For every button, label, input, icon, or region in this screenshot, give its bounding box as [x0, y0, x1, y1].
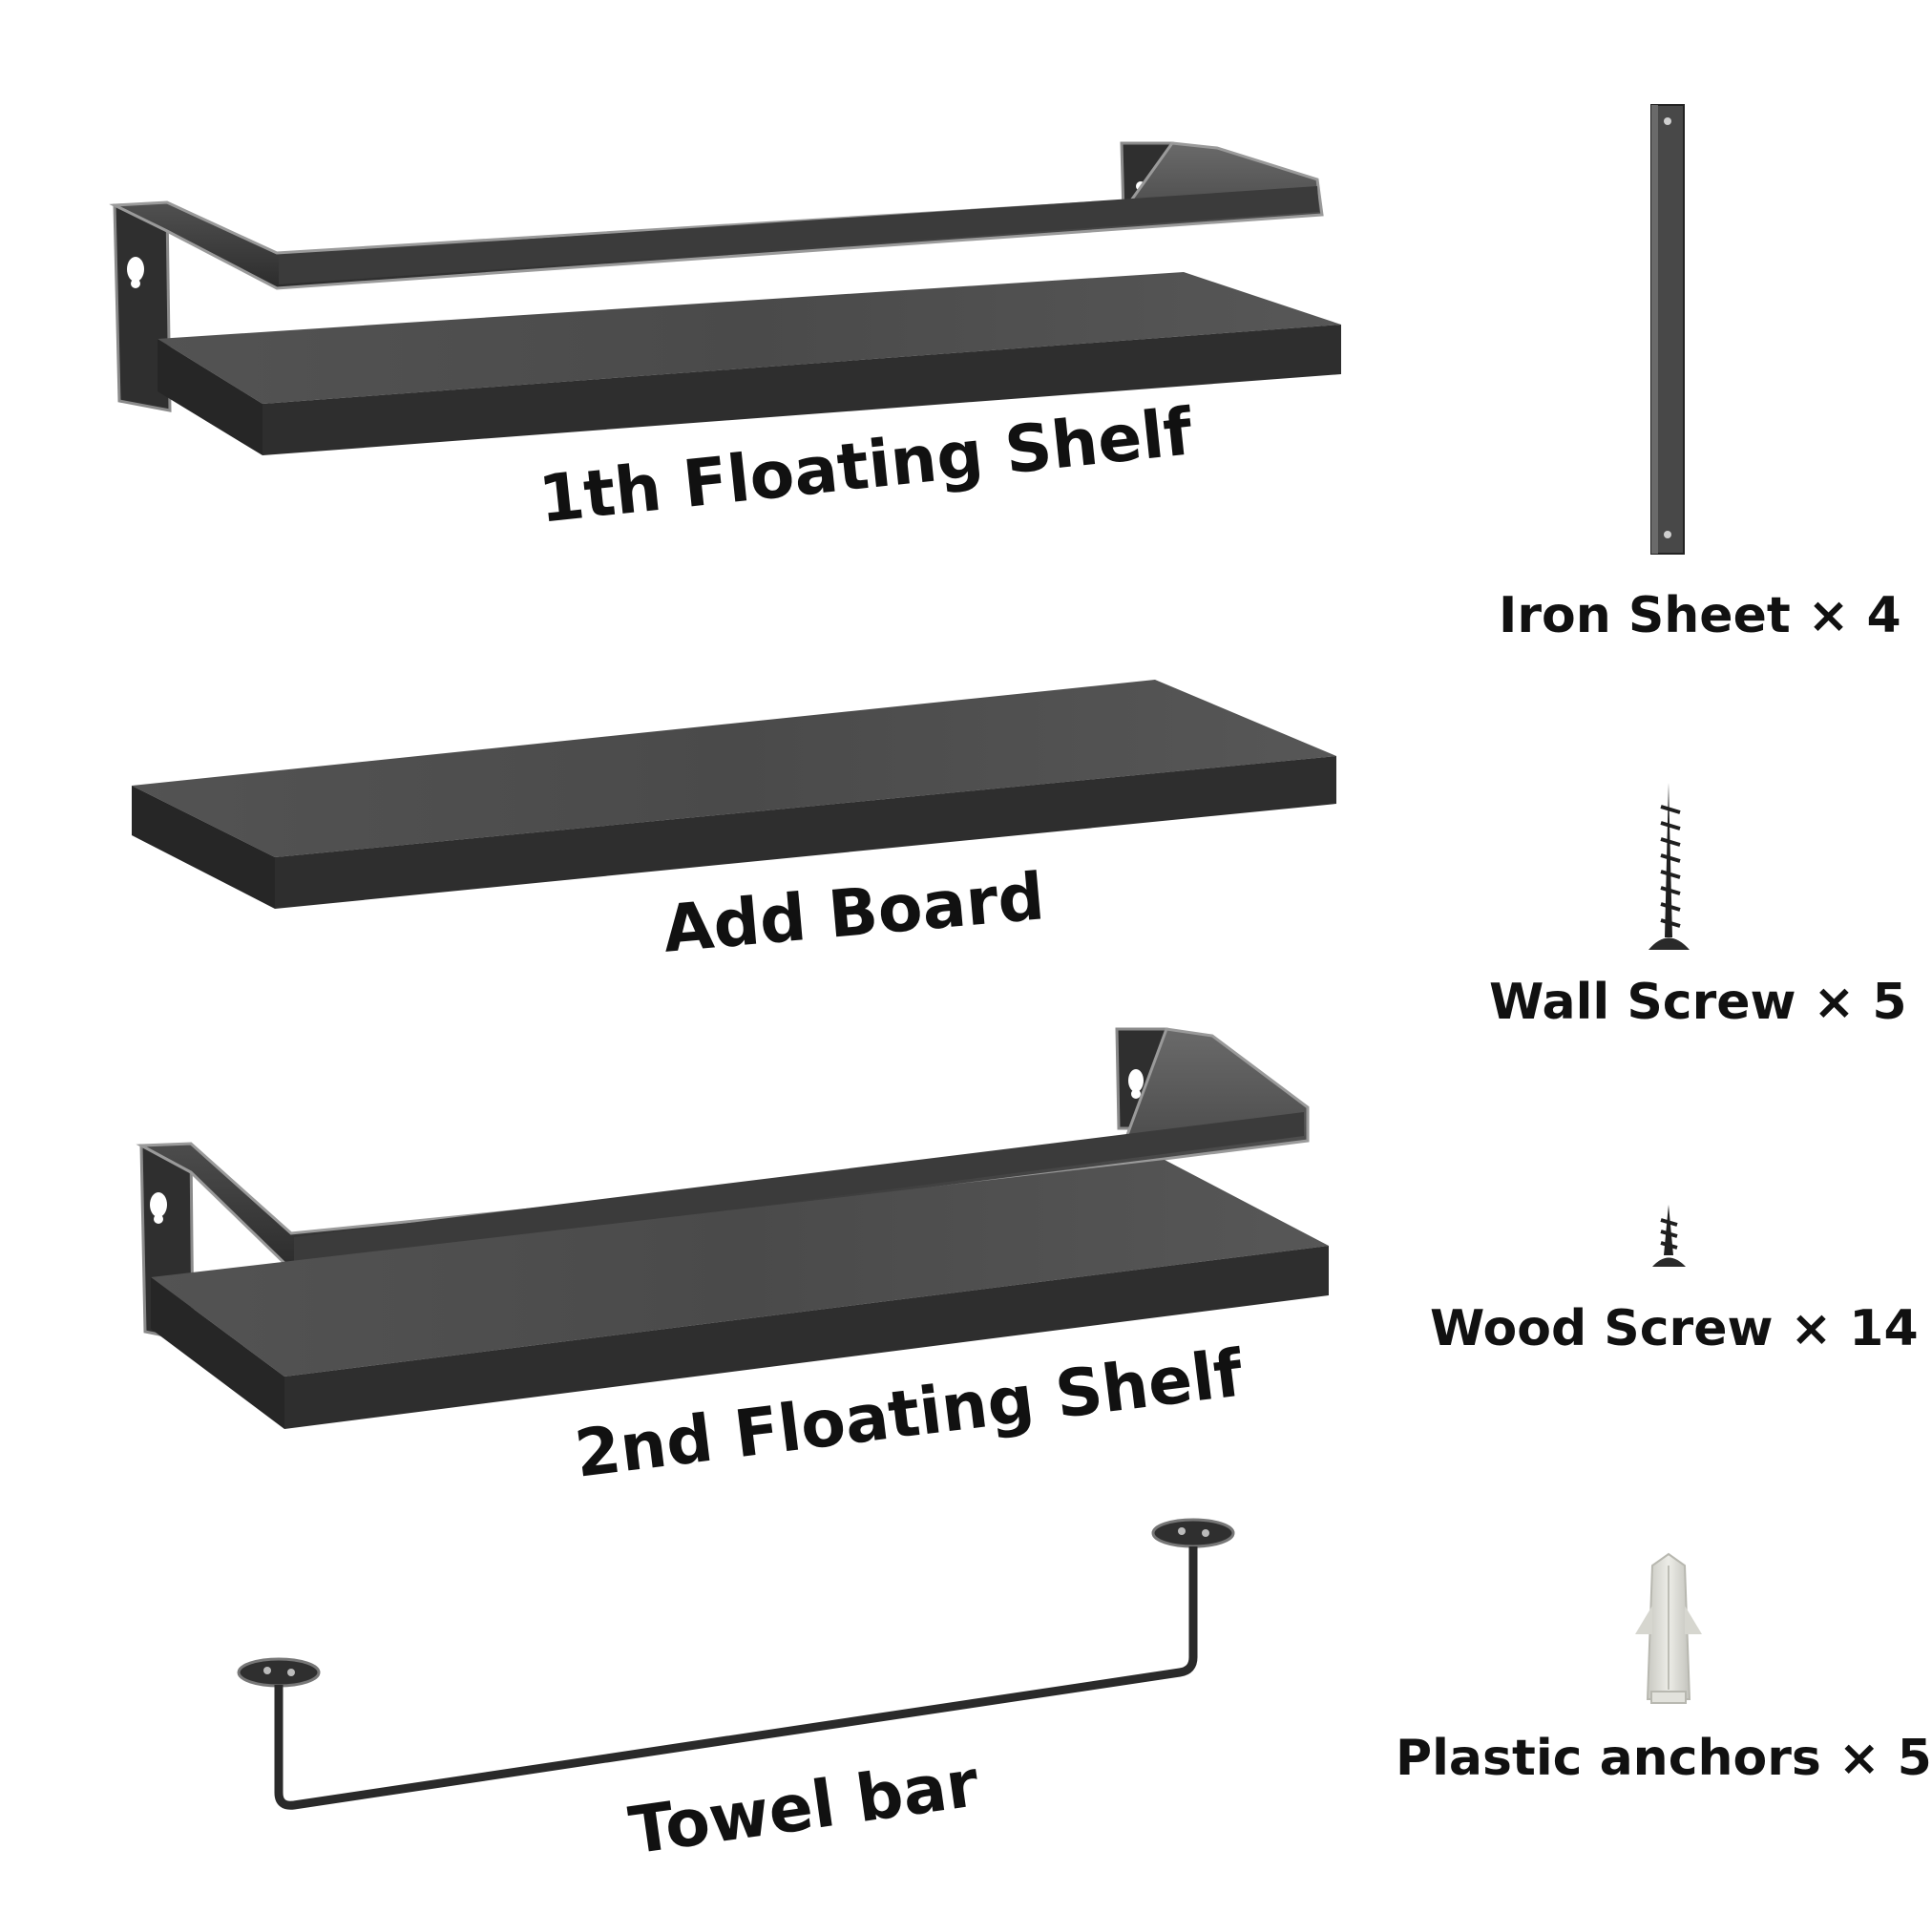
add-board	[132, 680, 1336, 909]
plastic-anchor-part	[1635, 1552, 1702, 1704]
floating-shelf-1	[109, 141, 1341, 455]
label-wall-screw: Wall Screw × 5	[1489, 974, 1907, 1031]
floating-shelf-2	[136, 1027, 1329, 1429]
label-iron-sheet: Iron Sheet × 4	[1499, 587, 1901, 644]
towel-bar	[237, 1518, 1235, 1810]
iron-sheet-part	[1650, 104, 1685, 555]
wood-screw-part	[1652, 1205, 1686, 1267]
label-wood-screw: Wood Screw × 14	[1430, 1300, 1919, 1357]
wall-screw-part	[1648, 783, 1690, 950]
label-plastic-anchors: Plastic anchors × 5	[1396, 1730, 1932, 1787]
